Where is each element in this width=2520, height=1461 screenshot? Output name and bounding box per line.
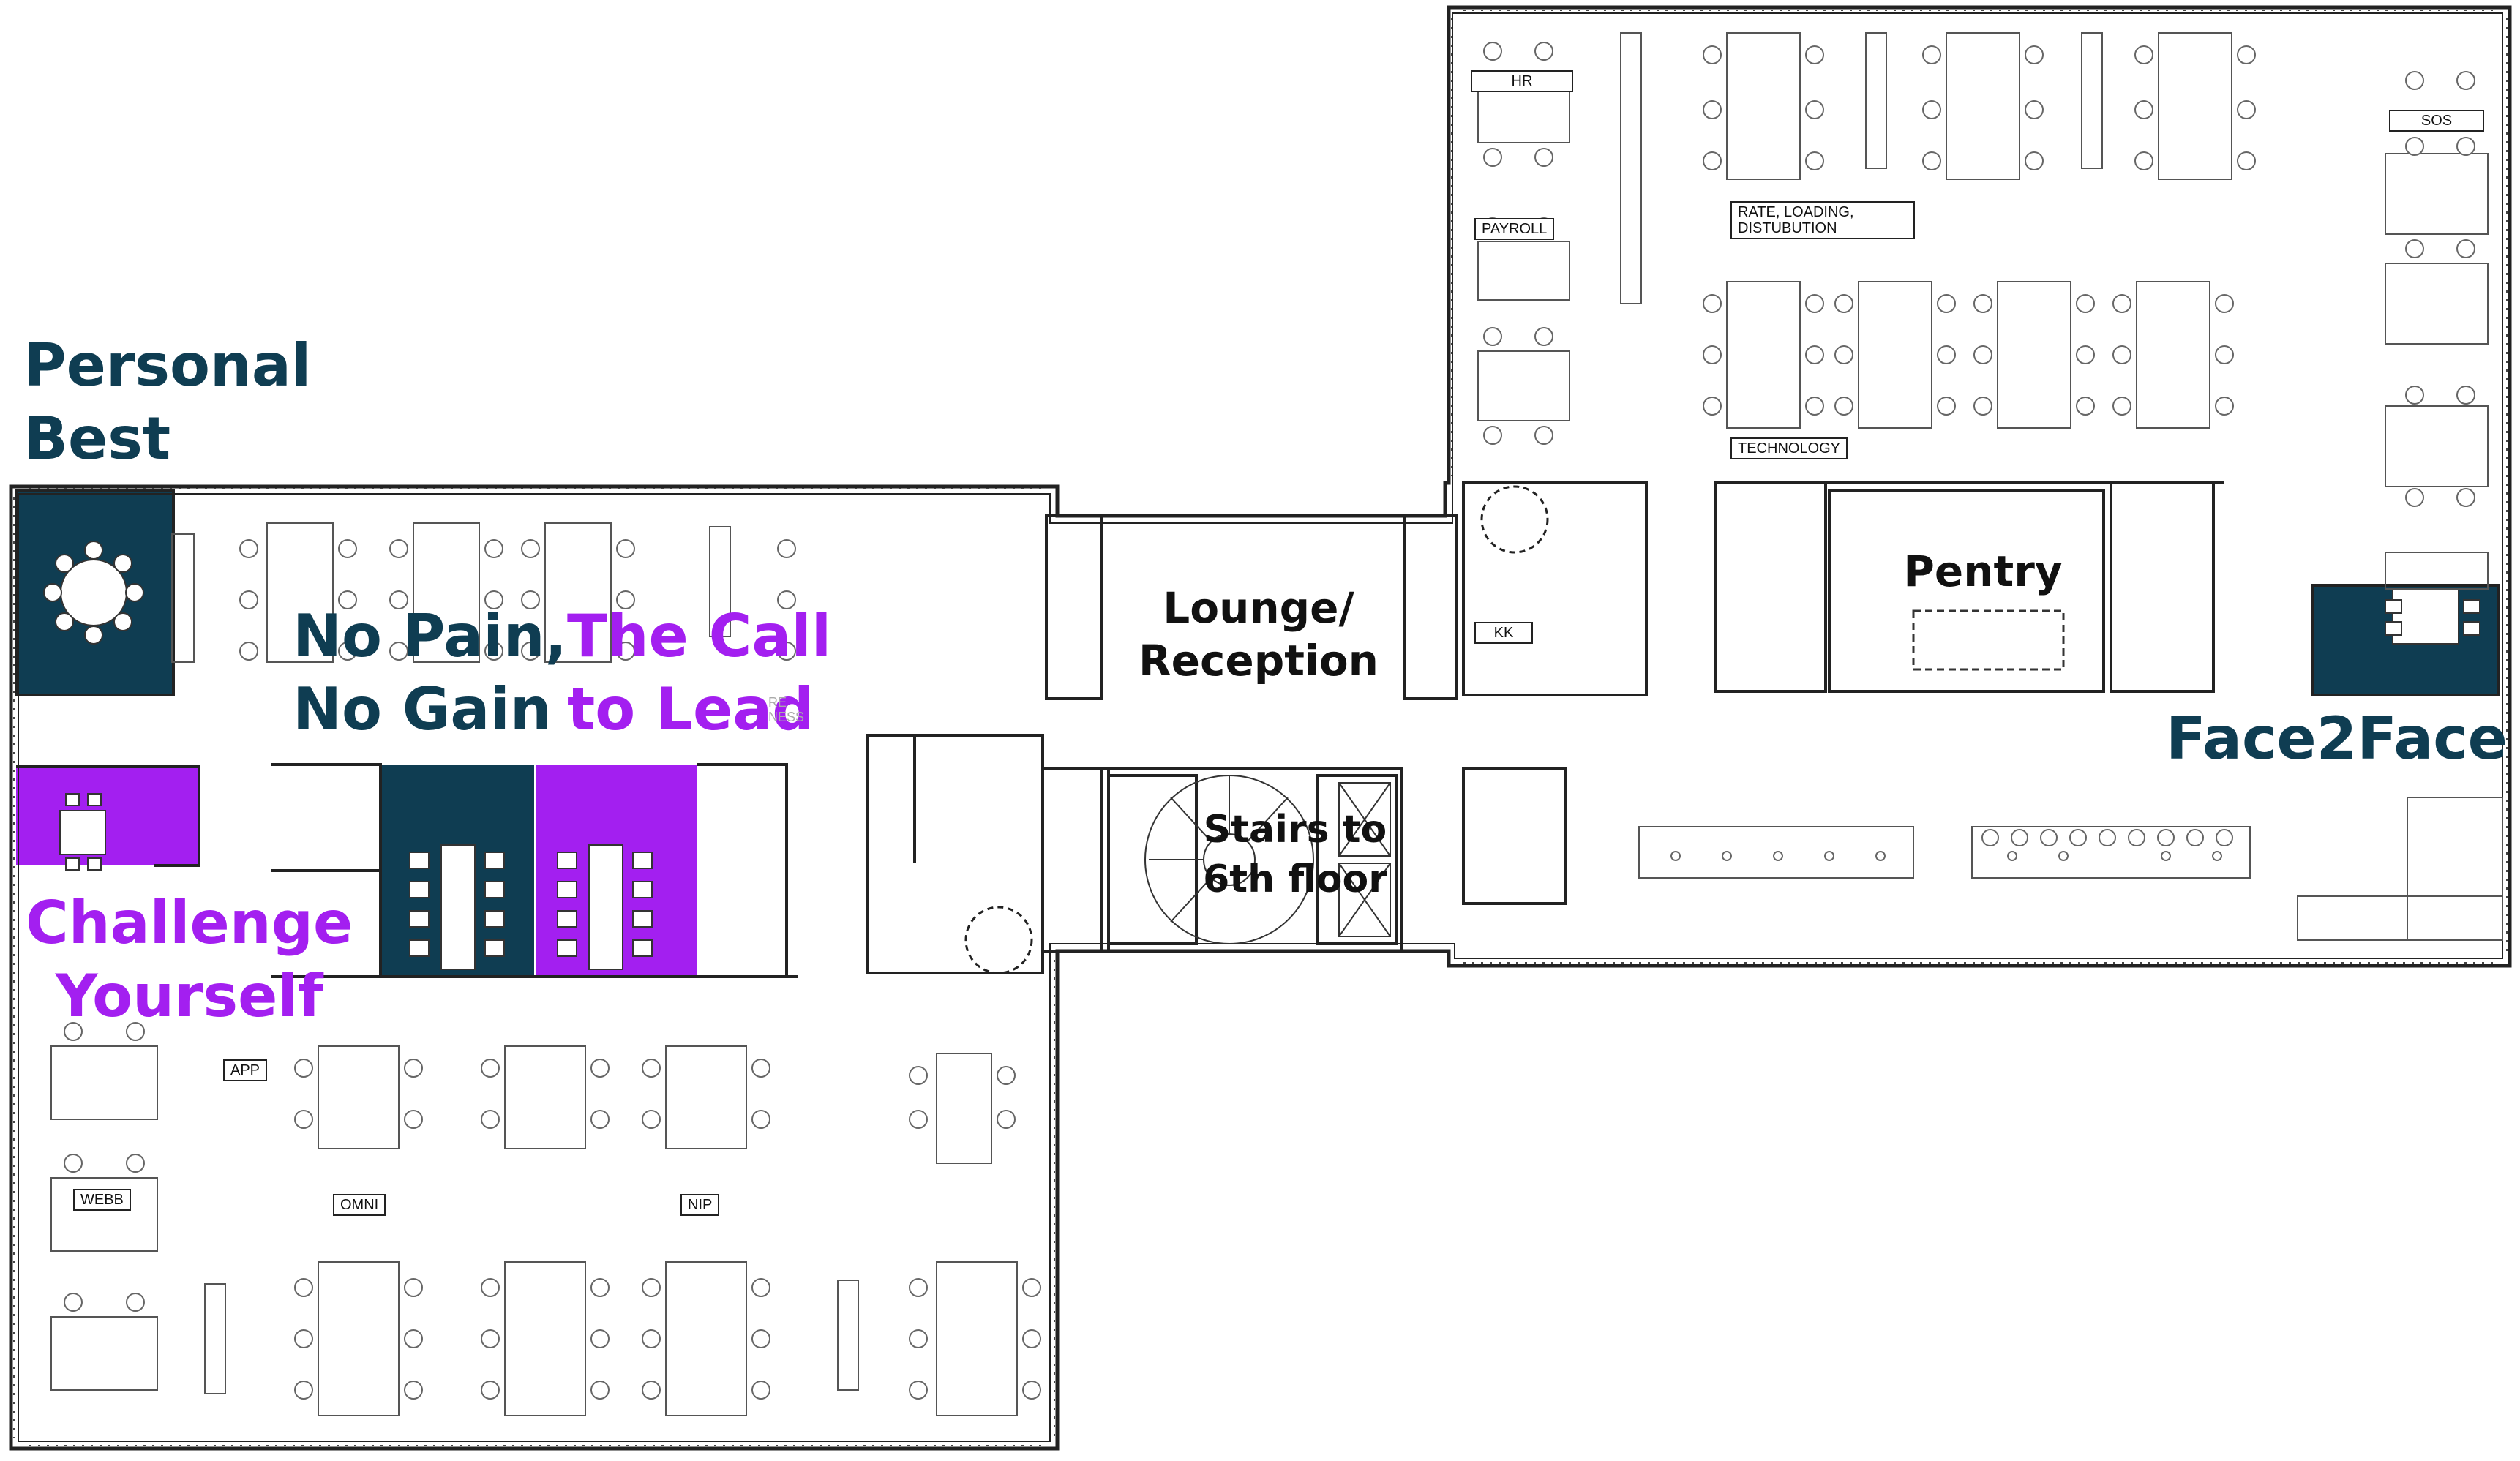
no-pain-line2: No Gain — [293, 675, 552, 743]
label-kk: KK — [1474, 622, 1533, 644]
interior-walls — [15, 481, 2500, 978]
service-circles — [964, 485, 1549, 974]
call-to-lead-line1: The Call — [567, 602, 832, 670]
stairs-line1: Stairs to — [1203, 808, 1387, 852]
lounge-line1: Lounge/ — [1163, 583, 1354, 633]
window-ticks — [13, 10, 2508, 1446]
label-hr: HR — [1471, 70, 1573, 92]
label-app: APP — [223, 1059, 268, 1081]
room-label-personal-best: Personal Best — [23, 329, 311, 476]
room-label-face2face: Face2Face — [2166, 702, 2508, 775]
area-label-lounge: Lounge/ Reception — [1130, 582, 1387, 687]
area-label-pentry: Pentry — [1873, 545, 2093, 598]
room-label-no-pain: No Pain, No Gain — [293, 600, 567, 746]
meeting-chairs — [43, 541, 2480, 957]
label-sos: SOS — [2389, 110, 2484, 132]
faint-label: RE NESS — [768, 695, 804, 724]
desk-clusters — [50, 32, 2503, 1416]
bench-chairs — [1670, 829, 2233, 861]
no-pain-line1: No Pain, — [293, 602, 567, 670]
room-label-challenge: Challenge Yourself — [26, 887, 353, 1033]
pentry-counter — [1912, 609, 2065, 671]
face2face-line1: Face2Face — [2166, 705, 2508, 773]
faint-line2: NESS — [768, 710, 805, 724]
label-webb: WEBB — [73, 1189, 131, 1211]
personal-best-line1: Personal — [23, 331, 312, 399]
meeting-tables — [59, 559, 2459, 970]
room-label-call-to-lead: The Call to Lead — [567, 600, 831, 746]
call-to-lead-line2: to Lead — [567, 675, 814, 743]
challenge-line1: Challenge — [26, 889, 353, 957]
stairs-line2: 6th floor — [1203, 857, 1387, 901]
personal-best-line2: Best — [23, 405, 171, 473]
pentry-line1: Pentry — [1903, 547, 2063, 596]
challenge-line2: Yourself — [55, 962, 323, 1030]
room-challenge — [16, 767, 199, 865]
label-payroll: PAYROLL — [1474, 218, 1555, 240]
label-nip: NIP — [680, 1194, 720, 1216]
chairs — [64, 42, 2475, 1400]
label-omni: OMNI — [333, 1194, 386, 1216]
label-rate-loading: RATE, LOADING, DISTUBUTION — [1730, 201, 1915, 239]
lounge-line2: Reception — [1139, 636, 1379, 686]
label-technology: TECHNOLOGY — [1730, 437, 1848, 459]
spiral-stair — [1144, 775, 1391, 944]
outer-walls — [9, 5, 2512, 1451]
area-label-stairs: Stairs to 6th floor — [1185, 805, 1405, 904]
faint-line1: RE — [768, 695, 787, 710]
